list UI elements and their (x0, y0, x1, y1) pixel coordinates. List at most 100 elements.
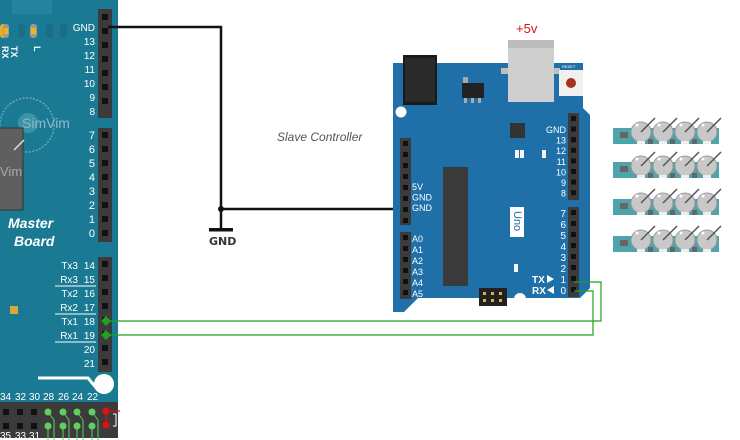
rotary-encoder[interactable] (652, 225, 678, 252)
uno-pin[interactable] (571, 147, 576, 153)
uno-pin[interactable] (403, 218, 408, 223)
rotary-encoder[interactable] (696, 188, 722, 215)
comm-pin-name: Tx2 (61, 289, 78, 300)
encoder-module (613, 151, 722, 178)
master-pin[interactable] (102, 98, 108, 104)
master-pin[interactable] (102, 202, 108, 208)
rotary-encoder[interactable] (674, 151, 700, 178)
uno-pin[interactable] (403, 174, 408, 179)
rotary-encoder[interactable] (652, 117, 678, 144)
uno-pin[interactable] (571, 169, 576, 174)
master-pin[interactable] (3, 409, 9, 415)
master-pin[interactable] (102, 359, 108, 365)
rotary-encoder[interactable] (696, 117, 722, 144)
master-pin[interactable] (31, 423, 37, 429)
uno-pin[interactable] (403, 152, 408, 157)
uno-header-digital-high (568, 113, 579, 200)
uno-pin[interactable] (403, 257, 408, 262)
uno-pin[interactable] (571, 190, 576, 196)
master-pin[interactable] (102, 275, 108, 281)
master-pin[interactable] (102, 303, 108, 309)
master-pin[interactable] (102, 174, 108, 180)
uno-pin-label: 13 (556, 136, 566, 146)
master-pin[interactable] (102, 216, 108, 222)
master-pin[interactable] (102, 56, 108, 62)
master-pin[interactable] (102, 42, 108, 48)
uno-pin-label: 6 (560, 220, 566, 231)
rotary-encoder[interactable] (652, 188, 678, 215)
uno-analog-label: A5 (412, 289, 423, 299)
rotary-encoder[interactable] (630, 225, 656, 252)
uno-pin[interactable] (571, 126, 576, 132)
master-title-line2: Board (14, 233, 55, 249)
master-pin-label: 8 (89, 107, 95, 118)
rotary-encoder[interactable] (696, 151, 722, 178)
uno-pin[interactable] (571, 179, 576, 185)
uno-pin[interactable] (403, 235, 408, 240)
uno-pin[interactable] (571, 287, 576, 292)
master-board-pcb (0, 0, 118, 438)
uno-pin-label: 0 (560, 286, 566, 297)
uno-pin[interactable] (403, 196, 408, 201)
rotary-encoder[interactable] (652, 151, 678, 178)
master-pin-label: 6 (89, 144, 95, 156)
master-pin[interactable] (102, 188, 108, 194)
uno-pin[interactable] (403, 163, 408, 168)
master-pin[interactable] (31, 409, 37, 415)
rotary-encoder[interactable] (674, 117, 700, 144)
comm-pin-number: 18 (84, 317, 96, 328)
master-pin[interactable] (102, 14, 108, 20)
uno-pin[interactable] (571, 254, 576, 259)
master-pin[interactable] (102, 132, 108, 138)
master-pin[interactable] (102, 84, 108, 90)
rotary-encoder[interactable] (630, 117, 656, 144)
rotary-encoder[interactable] (674, 188, 700, 215)
uno-pin[interactable] (403, 279, 408, 284)
master-pin[interactable] (102, 261, 108, 267)
master-pin[interactable] (102, 28, 108, 34)
uno-pin[interactable] (571, 116, 576, 121)
comm-pin-name: Tx3 (61, 261, 78, 272)
comm-pin-number: 16 (84, 289, 96, 300)
uno-pin[interactable] (571, 210, 576, 215)
master-title-line1: Master (8, 215, 55, 231)
master-pin-label: 0 (89, 228, 95, 240)
uno-pin[interactable] (571, 265, 576, 270)
uno-pin[interactable] (571, 232, 576, 237)
uno-pin[interactable] (403, 185, 408, 190)
uno-mount-hole (395, 106, 407, 118)
master-pin[interactable] (102, 146, 108, 152)
master-pin[interactable] (3, 423, 9, 429)
rotary-encoder[interactable] (630, 188, 656, 215)
rotary-encoder[interactable] (696, 225, 722, 252)
master-pin[interactable] (102, 160, 108, 166)
uno-pin[interactable] (571, 221, 576, 226)
uno-pin[interactable] (571, 243, 576, 248)
master-pin-label: 11 (85, 65, 96, 76)
master-pin[interactable] (102, 230, 108, 236)
uno-pin[interactable] (403, 246, 408, 251)
rotary-encoder[interactable] (630, 151, 656, 178)
master-pin[interactable] (102, 70, 108, 76)
uno-pin[interactable] (403, 207, 408, 212)
master-mount-hole (94, 374, 114, 394)
tx-label: TX (532, 275, 545, 286)
master-pin[interactable] (102, 345, 108, 351)
uno-pin[interactable] (571, 276, 576, 281)
master-pin[interactable] (17, 409, 23, 415)
master-pin-label: 3 (89, 186, 95, 198)
uno-pin[interactable] (403, 141, 408, 146)
power-label: +5v (516, 21, 538, 36)
master-pin[interactable] (17, 423, 23, 429)
comm-pin-name: Rx2 (60, 303, 78, 314)
uno-pin[interactable] (403, 268, 408, 273)
uno-pin-label: 2 (560, 264, 566, 275)
uno-pin[interactable] (403, 290, 408, 295)
uno-pin-label: 4 (560, 242, 566, 253)
rotary-encoder[interactable] (674, 225, 700, 252)
uno-analog-label: A1 (412, 245, 423, 255)
uno-pin[interactable] (571, 137, 576, 143)
master-pin[interactable] (102, 289, 108, 295)
uno-pin[interactable] (571, 158, 576, 164)
